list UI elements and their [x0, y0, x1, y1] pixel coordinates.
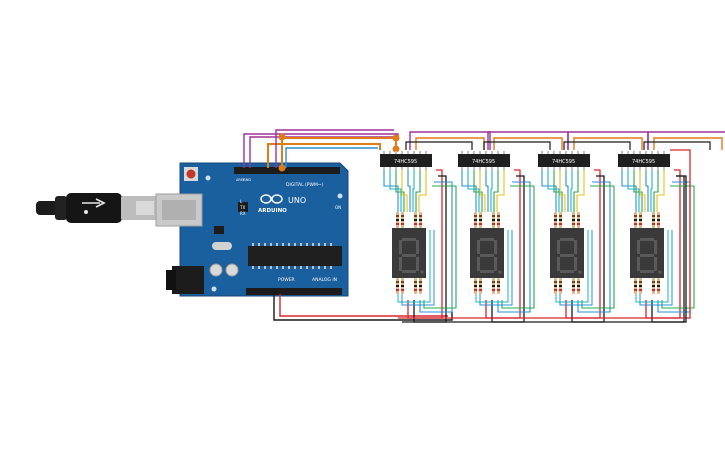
display-segment — [399, 240, 402, 254]
atmega-chip — [248, 246, 342, 266]
display-segment — [560, 254, 574, 257]
display-segment — [402, 254, 416, 257]
digital-label: DIGITAL (PWM~) — [286, 182, 324, 188]
display-segment — [640, 254, 654, 257]
display-segment — [574, 240, 577, 254]
board-wires[interactable] — [243, 129, 453, 321]
shift-register-chip[interactable] — [538, 154, 590, 167]
wire-junction[interactable] — [392, 134, 400, 142]
seven-segment-display[interactable] — [630, 228, 664, 278]
display-segment — [654, 257, 657, 271]
shift-register-chip[interactable] — [458, 154, 510, 167]
display-decimal-point — [420, 270, 424, 274]
wire-junction[interactable] — [278, 164, 286, 172]
tx-label: TX — [239, 205, 245, 210]
display-digit: 8. — [409, 265, 411, 267]
seven-segment-display[interactable] — [550, 228, 584, 278]
display-segment — [637, 240, 640, 254]
aref-label: AREF — [236, 178, 245, 182]
on-label: ON — [335, 205, 341, 210]
display-segment — [480, 254, 494, 257]
display-segment — [574, 257, 577, 271]
display-decimal-point — [578, 270, 582, 274]
display-segment — [416, 257, 419, 271]
digit-module[interactable]: 74HC595 8. — [618, 131, 725, 323]
display-segment — [402, 238, 416, 241]
display-segment — [402, 270, 416, 273]
display-segment — [654, 240, 657, 254]
display-segment — [480, 238, 494, 241]
digit-modules[interactable]: 74HC595 8. 74HC595 8. 74HC595 8. 74HC595 8. — [380, 131, 725, 323]
board-model-text: UNO — [288, 196, 306, 205]
shift-register-chip[interactable] — [380, 154, 432, 167]
chip-label: 74HC595 — [472, 159, 495, 165]
chip-label: 74HC595 — [394, 159, 417, 165]
display-decimal-point — [658, 270, 662, 274]
display-segment — [637, 257, 640, 271]
display-segment — [494, 257, 497, 271]
shift-register-chip[interactable] — [618, 154, 670, 167]
display-segment — [560, 238, 574, 241]
infinity-logo-icon — [260, 194, 283, 204]
rx-label: RX — [240, 211, 246, 216]
seven-segment-display[interactable] — [392, 228, 426, 278]
display-segment — [640, 238, 654, 241]
reset-button-icon[interactable] — [184, 167, 198, 181]
display-digit: 8. — [567, 265, 569, 267]
power-analog-header[interactable] — [246, 288, 342, 295]
display-segment — [557, 257, 560, 271]
usb-cable-icon[interactable] — [36, 193, 157, 223]
digital-header[interactable] — [234, 167, 340, 174]
wire-junction[interactable] — [392, 145, 400, 153]
board-logo-text: ARDUINO — [258, 208, 287, 214]
gnd-label: GND — [243, 178, 251, 182]
display-segment — [640, 270, 654, 273]
display-segment — [477, 240, 480, 254]
chip-label: 74HC595 — [552, 159, 575, 165]
display-segment — [477, 257, 480, 271]
display-digit: 8. — [647, 265, 649, 267]
display-segment — [416, 240, 419, 254]
display-segment — [399, 257, 402, 271]
display-digit: 8. — [487, 265, 489, 267]
power-label: POWER — [278, 277, 295, 283]
chip-label: 74HC595 — [632, 159, 655, 165]
display-segment — [557, 240, 560, 254]
display-decimal-point — [498, 270, 502, 274]
analog-label: ANALOG IN — [312, 277, 337, 283]
display-segment — [494, 240, 497, 254]
l-label: L — [240, 199, 243, 204]
arduino-uno-board[interactable]: ARDUINO UNO DIGITAL (PWM~) POWER ANALOG … — [155, 162, 349, 297]
display-segment — [480, 270, 494, 273]
display-segment — [560, 270, 574, 273]
seven-segment-display[interactable] — [470, 228, 504, 278]
wire-junction[interactable] — [278, 133, 286, 141]
